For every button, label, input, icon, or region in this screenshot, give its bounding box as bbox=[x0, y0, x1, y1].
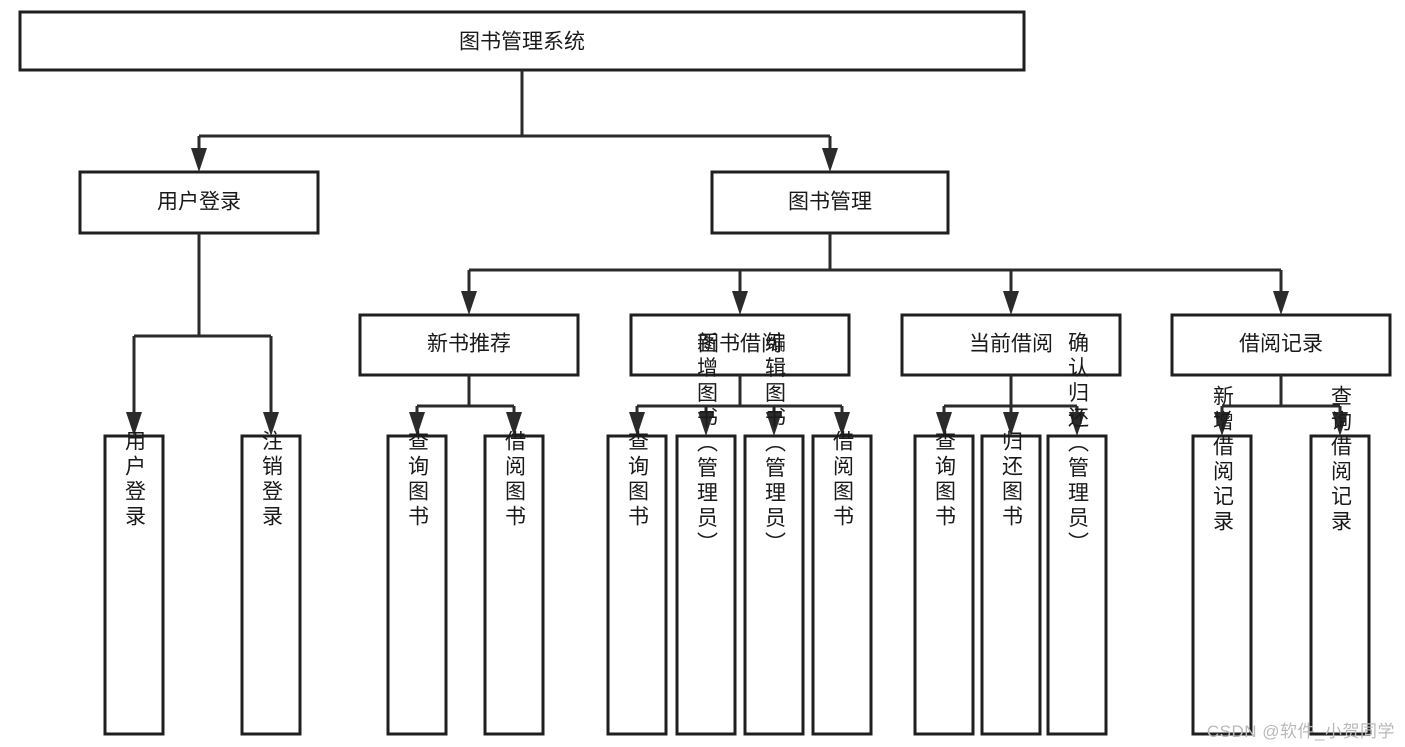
leaf-query-book-recommend[interactable]: 查询图书 bbox=[386, 430, 448, 736]
leaf-box[interactable] bbox=[913, 434, 975, 736]
leaf-borrow-book-recommend[interactable]: 借阅图书 bbox=[483, 430, 545, 736]
root-label: 图书管理系统 bbox=[459, 31, 585, 54]
book-borrow-box[interactable] bbox=[629, 313, 851, 377]
book-management-label: 图书管理 bbox=[788, 191, 872, 214]
arrow-head-icon bbox=[126, 412, 142, 436]
node-book-borrow[interactable]: 图书借阅 bbox=[629, 313, 851, 377]
arrow-head-icon bbox=[1332, 412, 1348, 436]
connector-book-borrow-to-leaves bbox=[629, 375, 850, 436]
leaf-add-book-admin[interactable]: 新增图书（管理员） bbox=[675, 332, 737, 736]
arrow-head-icon bbox=[191, 148, 207, 172]
connector-borrow-record-to-leaves bbox=[1214, 375, 1348, 436]
leaf-box[interactable] bbox=[743, 434, 805, 736]
leaf-label: 查询借阅记录 bbox=[1329, 385, 1353, 535]
connector-user-login-to-leaves bbox=[126, 233, 279, 436]
node-current-borrow[interactable]: 当前借阅 bbox=[900, 313, 1122, 377]
leaf-label: 查询图书 bbox=[626, 430, 650, 530]
leaf-user-login[interactable]: 用户登录 bbox=[103, 430, 165, 736]
borrow-record-box[interactable] bbox=[1170, 313, 1392, 377]
leaf-logout-login[interactable]: 注销登录 bbox=[240, 430, 302, 736]
new-book-recommend-label: 新书推荐 bbox=[427, 333, 511, 356]
arrow-head-icon bbox=[766, 412, 782, 436]
leaf-query-book-borrow[interactable]: 查询图书 bbox=[606, 430, 668, 736]
leaf-borrow-book[interactable]: 借阅图书 bbox=[811, 430, 873, 736]
connector-new-book-to-leaves bbox=[409, 375, 522, 436]
leaf-edit-book-admin[interactable]: 编辑图书（管理员） bbox=[743, 332, 805, 736]
arrow-head-icon bbox=[1003, 412, 1019, 436]
new-book-recommend-box[interactable] bbox=[358, 313, 580, 377]
leaf-label: 用户登录 bbox=[123, 430, 147, 530]
leaf-label: 查询图书 bbox=[406, 430, 430, 530]
book-management-box[interactable] bbox=[710, 170, 950, 235]
arrow-head-icon bbox=[263, 412, 279, 436]
leaf-label: 确认归还（管理员） bbox=[1066, 332, 1090, 557]
leaf-label: 归还图书 bbox=[1000, 430, 1024, 530]
arrow-head-icon bbox=[1069, 412, 1085, 436]
arrow-head-icon bbox=[506, 412, 522, 436]
leaf-label: 借阅图书 bbox=[831, 430, 855, 530]
arrow-head-icon bbox=[698, 412, 714, 436]
arrow-head-icon bbox=[834, 412, 850, 436]
current-borrow-label: 当前借阅 bbox=[969, 333, 1053, 356]
leaf-box[interactable] bbox=[386, 434, 448, 736]
user-login-label: 用户登录 bbox=[157, 191, 241, 214]
arrow-head-icon bbox=[409, 412, 425, 436]
connector-current-borrow-to-leaves bbox=[936, 375, 1085, 436]
node-book-management[interactable]: 图书管理 bbox=[710, 170, 950, 235]
arrow-head-icon bbox=[629, 412, 645, 436]
leaf-box[interactable] bbox=[1309, 434, 1371, 736]
root-box[interactable] bbox=[18, 10, 1026, 72]
leaf-box[interactable] bbox=[483, 434, 545, 736]
leaf-return-book[interactable]: 归还图书 bbox=[980, 430, 1042, 736]
leaf-box[interactable] bbox=[980, 434, 1042, 736]
node-user-login[interactable]: 用户登录 bbox=[78, 170, 320, 235]
leaf-box[interactable] bbox=[606, 434, 668, 736]
leaf-label: 编辑图书（管理员） bbox=[763, 332, 787, 557]
arrow-head-icon bbox=[732, 291, 748, 315]
leaf-box[interactable] bbox=[811, 434, 873, 736]
arrow-head-icon bbox=[461, 291, 477, 315]
arrow-head-icon bbox=[1273, 291, 1289, 315]
arrow-head-icon bbox=[936, 412, 952, 436]
leaf-add-borrow-record[interactable]: 新增借阅记录 bbox=[1191, 385, 1253, 736]
borrow-record-label: 借阅记录 bbox=[1239, 333, 1323, 356]
leaf-box[interactable] bbox=[1046, 434, 1108, 736]
leaf-box[interactable] bbox=[675, 434, 737, 736]
arrow-head-icon bbox=[1003, 291, 1019, 315]
arrow-head-icon bbox=[1214, 412, 1230, 436]
leaf-label: 新增图书（管理员） bbox=[695, 332, 719, 557]
node-root-system[interactable]: 图书管理系统 bbox=[18, 10, 1026, 72]
connector-root-to-level2 bbox=[191, 70, 838, 172]
leaf-label: 查询图书 bbox=[933, 430, 957, 530]
leaf-box[interactable] bbox=[103, 434, 165, 736]
current-borrow-box[interactable] bbox=[900, 313, 1122, 377]
leaf-query-book-current[interactable]: 查询图书 bbox=[913, 430, 975, 736]
leaf-query-borrow-record[interactable]: 查询借阅记录 bbox=[1309, 385, 1371, 736]
leaf-confirm-return-admin[interactable]: 确认归还（管理员） bbox=[1046, 332, 1108, 736]
book-borrow-label: 图书借阅 bbox=[698, 333, 782, 356]
node-borrow-record[interactable]: 借阅记录 bbox=[1170, 313, 1392, 377]
leaf-box[interactable] bbox=[1191, 434, 1253, 736]
leaf-label: 借阅图书 bbox=[503, 430, 527, 530]
leaf-label: 注销登录 bbox=[260, 430, 284, 530]
arrow-head-icon bbox=[822, 148, 838, 172]
leaf-label: 新增借阅记录 bbox=[1211, 385, 1235, 535]
connector-book-management-to-level3 bbox=[461, 233, 1289, 315]
leaf-box[interactable] bbox=[240, 434, 302, 736]
node-new-book-recommend[interactable]: 新书推荐 bbox=[358, 313, 580, 377]
